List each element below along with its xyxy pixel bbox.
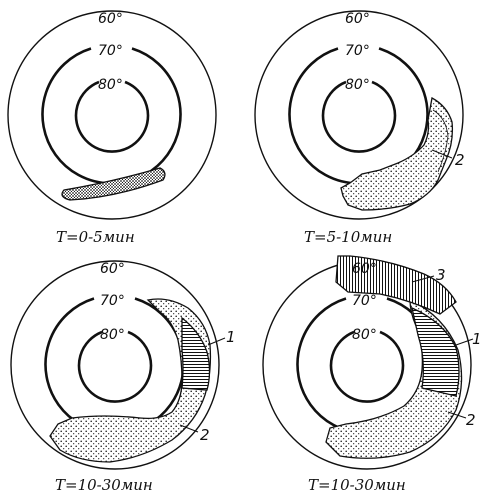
region-hatch-edge [432, 109, 449, 173]
latitude-label-80: 80° [98, 77, 123, 93]
region-label-leader [431, 149, 453, 159]
region-label-1: 1 [226, 328, 236, 346]
panel-caption: T=10-30мин [55, 476, 153, 494]
latitude-label-70: 70° [98, 43, 123, 59]
panel-caption: T=0-5мин [56, 228, 135, 246]
auroral-band [61, 167, 166, 201]
panel-1: 60° 70° 80° T=0-5мин [7, 10, 217, 246]
outer-boundary [7, 10, 217, 220]
auroral-region-1 [181, 316, 211, 391]
latitude-circle-70 [41, 47, 182, 185]
latitude-label-60: 60° [98, 11, 123, 27]
region-label-leader [179, 424, 199, 433]
latitude-label-70: 70° [345, 43, 370, 59]
latitude-label-70: 70° [100, 293, 125, 309]
latitude-label-80: 80° [100, 327, 125, 343]
latitude-label-80: 80° [345, 77, 370, 93]
outer-boundary [10, 260, 220, 470]
panel-caption: T=10-30мин [308, 476, 406, 494]
outer-boundary [254, 10, 464, 220]
region-label-3: 3 [436, 266, 446, 284]
region-label-2: 2 [466, 411, 476, 429]
latitude-circle-70 [44, 297, 185, 435]
auroral-region-2 [49, 298, 212, 463]
latitude-label-60: 60° [352, 261, 377, 277]
region-label-leader [447, 411, 467, 419]
latitude-label-70: 70° [352, 293, 377, 309]
panel-3: 60° 70° 80° 1 2 T=10-30мин [10, 260, 236, 494]
latitude-circle-80 [329, 330, 405, 403]
region-label-leader [411, 275, 435, 283]
panel-4: 60° 70° 80° 3 1 2 T=10-30мин [262, 255, 482, 494]
latitude-circle-80 [321, 80, 397, 153]
region-label-2: 2 [455, 151, 465, 169]
auroral-region-3 [335, 255, 457, 315]
region-label-2: 2 [200, 426, 210, 444]
region-label-leader [207, 337, 226, 346]
region-label-leader [455, 338, 474, 346]
latitude-label-60: 60° [100, 261, 125, 277]
latitude-circle-80 [74, 80, 150, 153]
panel-2: 60° 70° 80° 2 T=5-10мин [254, 10, 465, 246]
panel-caption: T=5-10мин [304, 228, 392, 246]
latitude-circle-80 [77, 330, 153, 403]
auroral-region-1 [411, 306, 460, 397]
latitude-label-80: 80° [352, 327, 377, 343]
auroral-region-2 [340, 97, 454, 211]
region-label-1: 1 [472, 330, 482, 348]
latitude-label-60: 60° [345, 11, 370, 27]
